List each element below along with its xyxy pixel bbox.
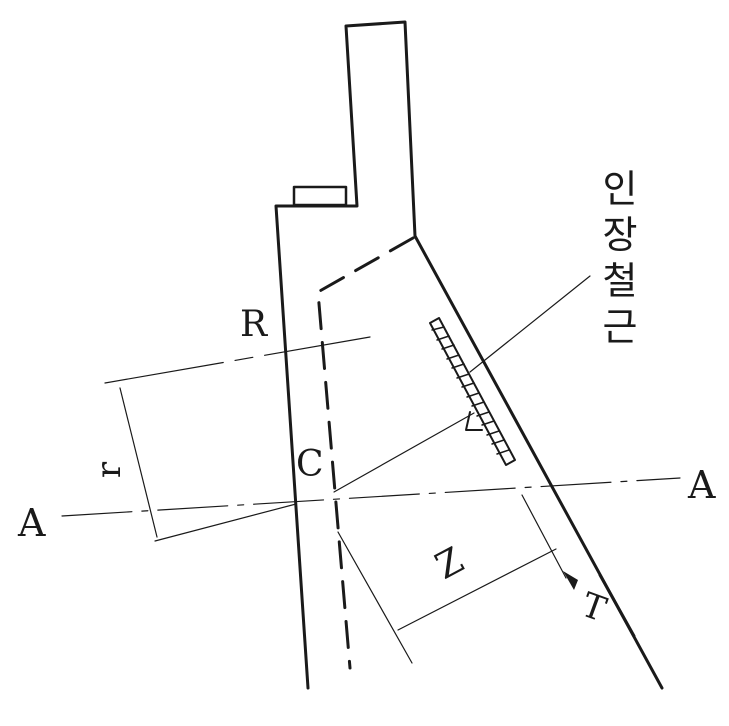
rebar-leader-line	[469, 275, 591, 373]
r-reference-line	[104, 336, 371, 384]
z-dimension-line	[397, 548, 557, 631]
axis-a-a	[61, 477, 681, 517]
tension-rebar	[429, 317, 516, 466]
r-dimension-line	[119, 387, 158, 538]
z-extension-right	[521, 494, 567, 579]
dashed-inner-boundary	[316, 236, 415, 670]
svg-text:철: 철	[603, 259, 638, 303]
svg-text:근: 근	[603, 305, 638, 349]
label-r-lower: r	[89, 461, 129, 478]
svg-text:인: 인	[603, 167, 638, 211]
label-r-upper: R	[240, 304, 268, 345]
rebar-bracket	[465, 411, 483, 431]
column-outline	[274, 20, 664, 690]
r-extension-line	[154, 503, 297, 542]
label-a-right: A	[687, 463, 716, 507]
t-force-line	[598, 573, 636, 638]
label-z: Z	[429, 540, 470, 588]
label-c: C	[296, 444, 324, 485]
lever-arm-line	[333, 412, 475, 493]
z-extension-left	[337, 531, 413, 664]
top-plate	[292, 185, 348, 207]
t-arrow-head	[563, 571, 578, 590]
tension-rebar-label: 인 장 철 근	[603, 167, 638, 349]
svg-text:장: 장	[603, 213, 638, 257]
label-t: T	[576, 585, 611, 630]
label-a-left: A	[17, 501, 46, 545]
